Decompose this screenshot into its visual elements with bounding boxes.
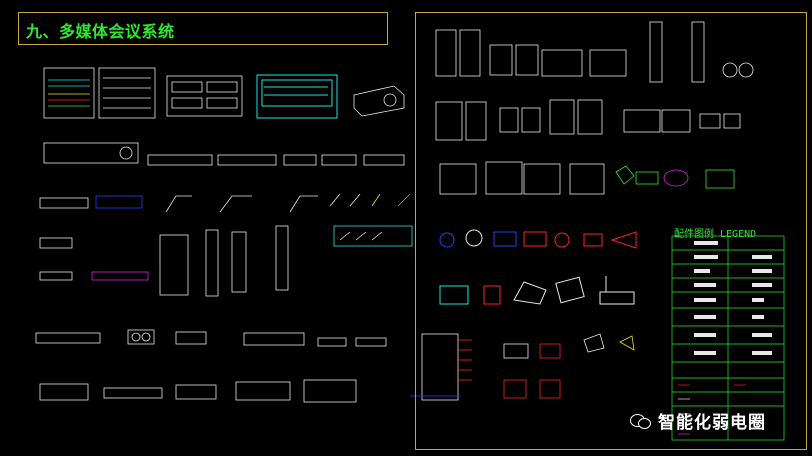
- rack-units-row-4: [39, 225, 413, 297]
- title-frame: [18, 12, 388, 45]
- video-switcher: [256, 74, 338, 119]
- speakers-row-2: [435, 99, 741, 141]
- wechat-logo-icon: [630, 412, 652, 430]
- mixer-console-1: [43, 67, 95, 119]
- speakers-row-3: [439, 161, 735, 195]
- watermark: 智能化弱电圈: [630, 408, 766, 433]
- legend-table: [671, 235, 785, 441]
- speakers-row-1: [435, 21, 754, 83]
- projector: [353, 85, 405, 117]
- mixer-console-2: [98, 67, 156, 119]
- rack-units-row-5: [35, 329, 387, 403]
- drawing-sheet-frame: [415, 12, 807, 450]
- colored-devices-row: [439, 229, 637, 305]
- distribution-panel: [410, 333, 635, 401]
- rack-unit-row-2: [43, 142, 405, 166]
- watermark-text: 智能化弱电圈: [658, 413, 766, 433]
- legend-title: 配件图例 LEGEND: [674, 229, 757, 240]
- conference-hosts: [39, 193, 411, 213]
- matrix-panel: [166, 75, 243, 117]
- page-title: 九、多媒体会议系统: [26, 22, 175, 41]
